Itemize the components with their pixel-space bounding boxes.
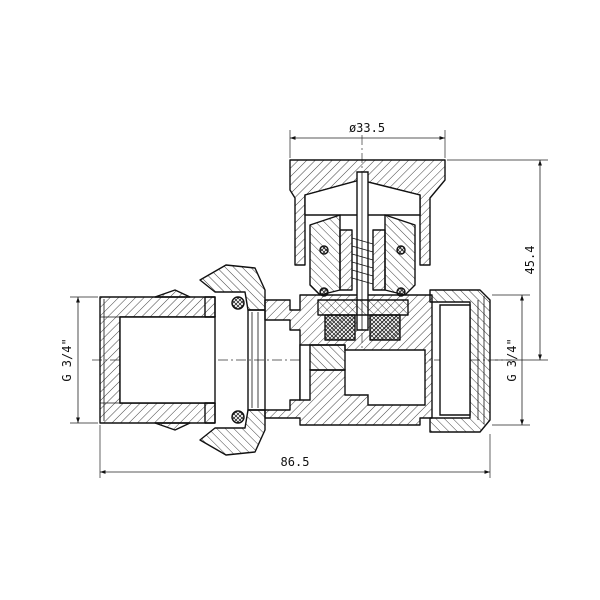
dimension-thread-left: G 3/4" — [60, 296, 98, 424]
thread-left-label: G 3/4" — [60, 338, 74, 381]
length-label: 86.5 — [281, 455, 310, 469]
dimension-thread-right: G 3/4" — [492, 294, 530, 426]
dimension-height: 45.4 — [447, 159, 548, 361]
valve-bonnet — [289, 159, 446, 341]
dimension-length: 86.5 — [99, 425, 491, 478]
thread-right-label: G 3/4" — [505, 338, 519, 381]
right-fitting — [429, 289, 491, 433]
height-label: 45.4 — [523, 246, 537, 275]
diameter-label: ø33.5 — [349, 121, 385, 135]
left-tailpiece — [99, 296, 216, 424]
union-nut — [154, 264, 266, 456]
dimension-diameter: ø33.5 — [289, 121, 446, 158]
